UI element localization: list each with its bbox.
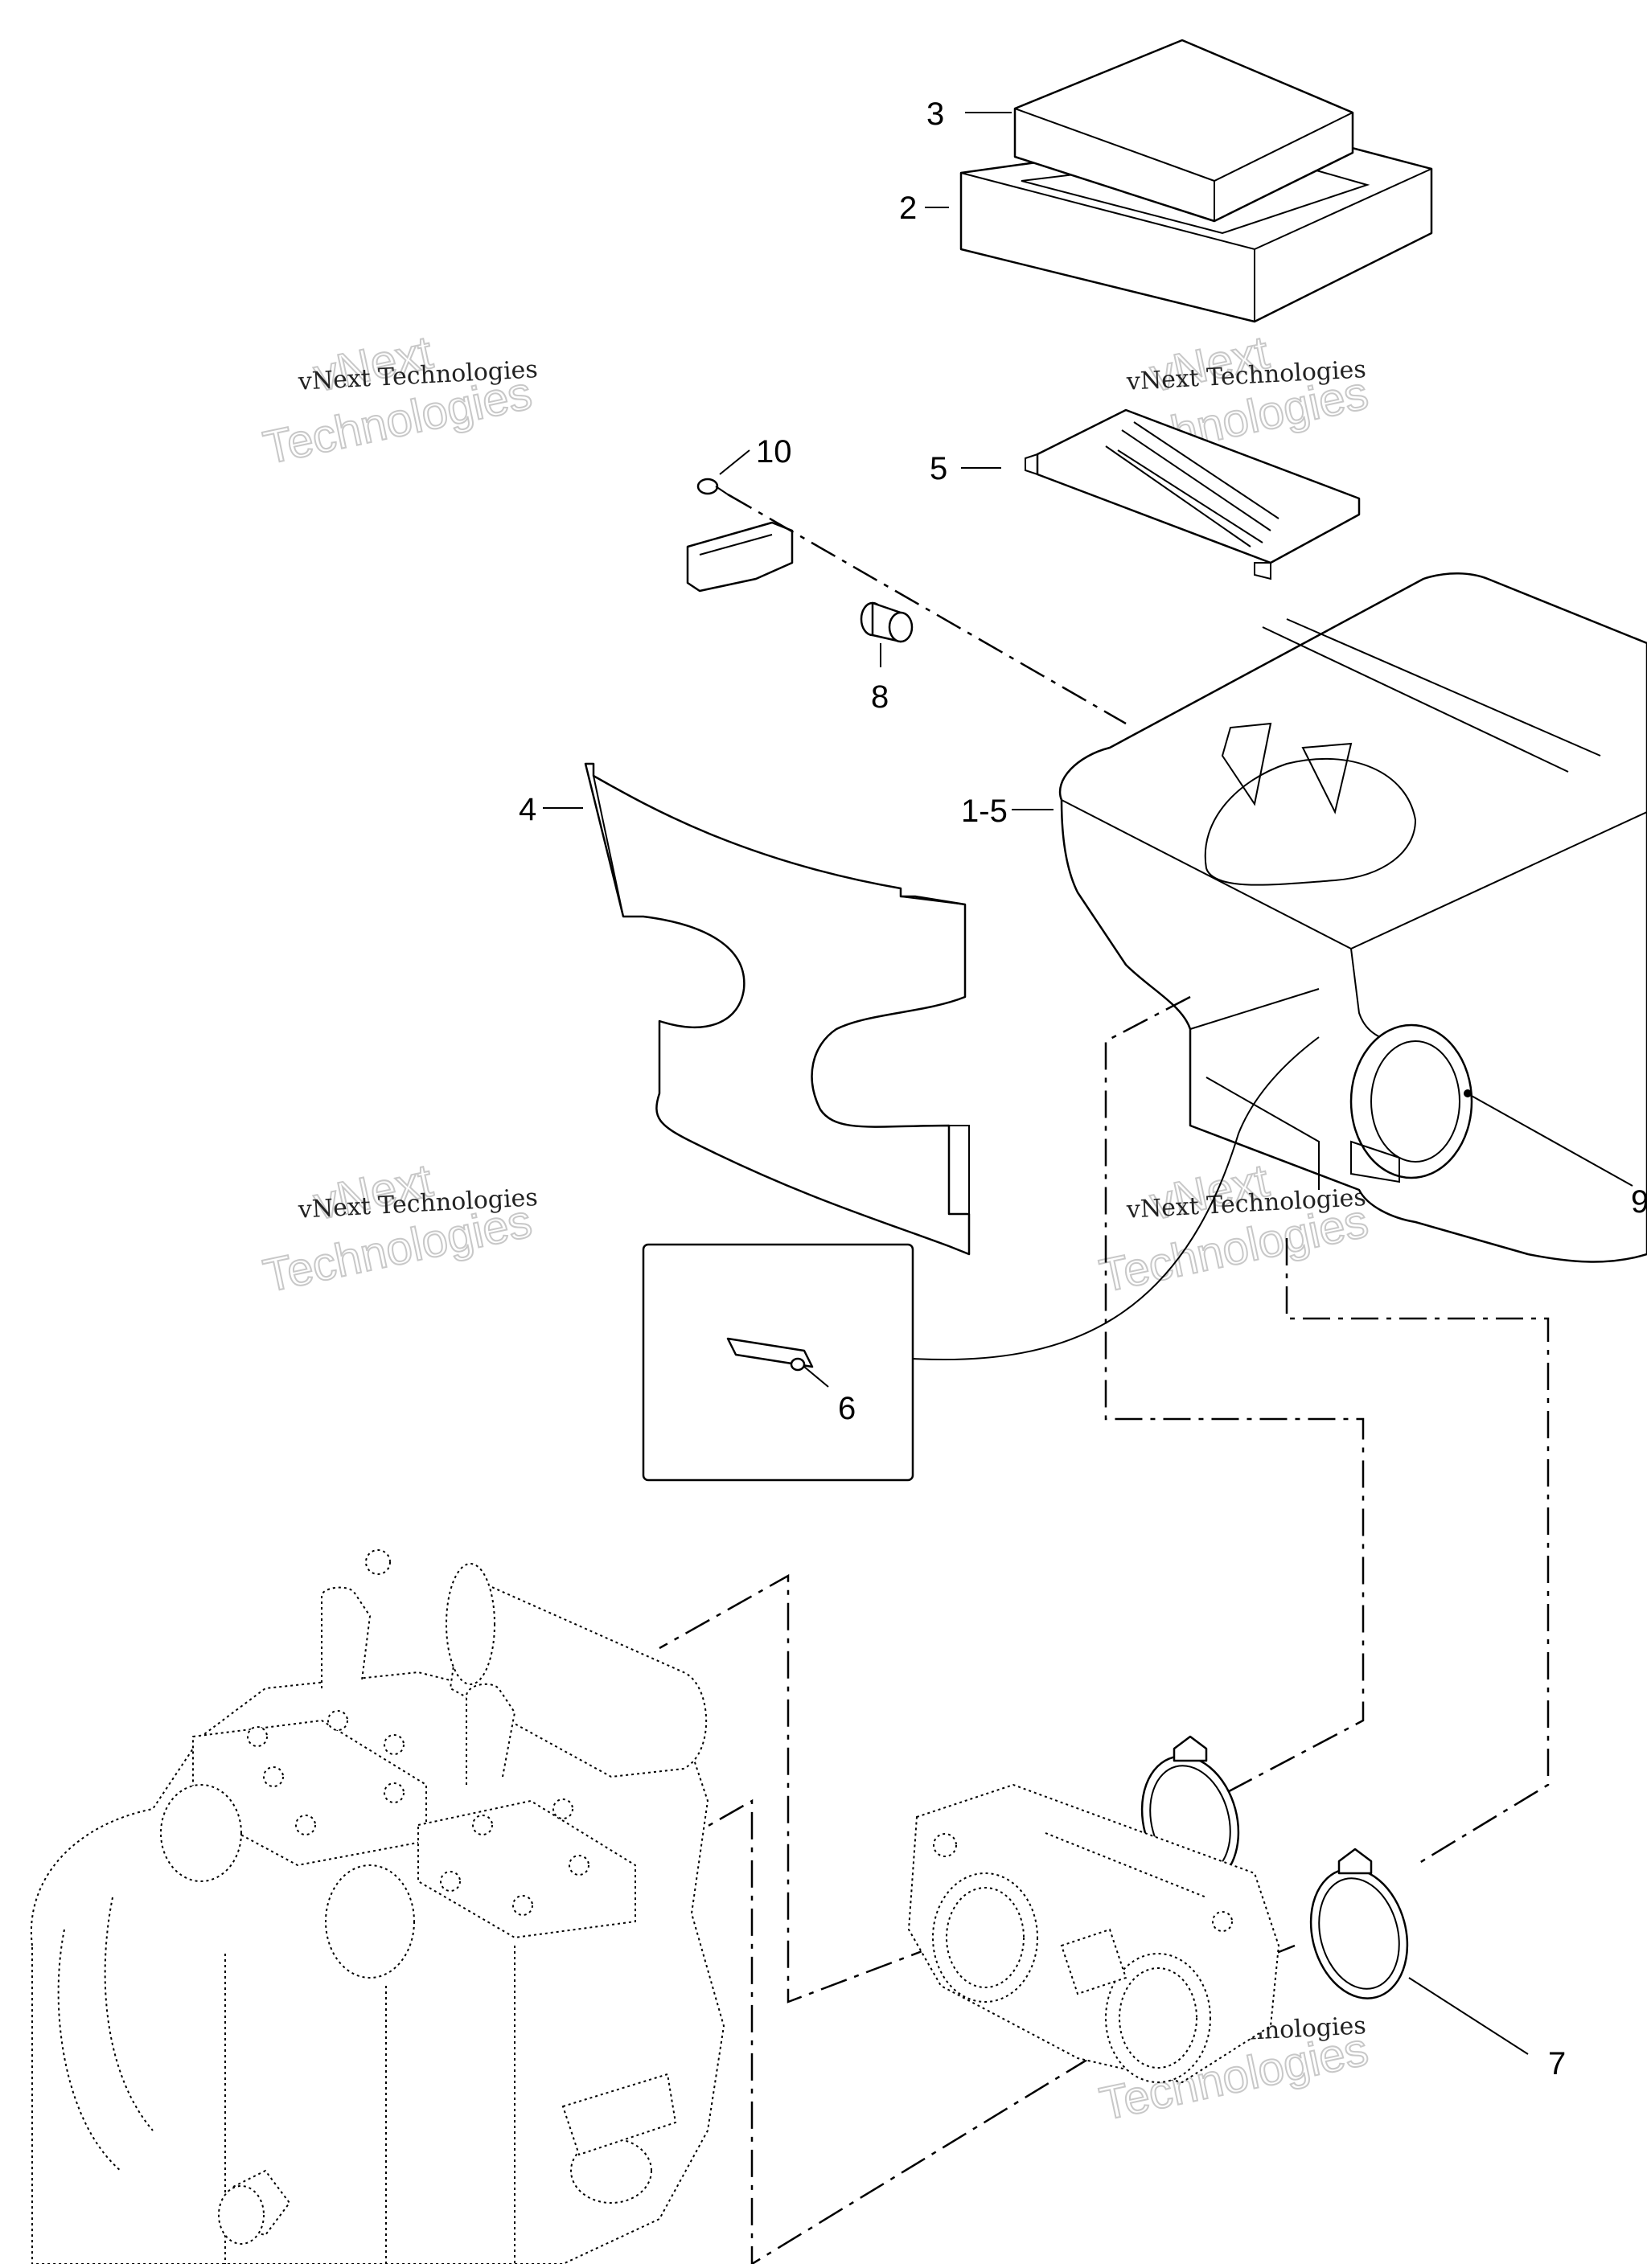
callout-9: 9 bbox=[1631, 1184, 1647, 1220]
part-6-detail-box bbox=[642, 1036, 1320, 1482]
callout-3: 3 bbox=[926, 96, 944, 132]
assembly-axis-screw bbox=[727, 493, 1127, 725]
part-7-clamp-lower bbox=[1309, 1848, 1409, 1999]
callout-1-5: 1-5 bbox=[961, 794, 1008, 829]
leader-6 bbox=[803, 1366, 829, 1388]
part-8-grommet bbox=[860, 601, 914, 643]
callout-7: 7 bbox=[1548, 2046, 1566, 2081]
callout-6: 6 bbox=[838, 1391, 856, 1426]
part-9-fastener-dot bbox=[1464, 1089, 1472, 1097]
callout-10: 10 bbox=[756, 434, 792, 470]
part-3-filter-pad bbox=[1013, 39, 1354, 223]
leader-10 bbox=[719, 449, 750, 475]
callout-8: 8 bbox=[871, 679, 889, 715]
connector-housing-to-clamp-right bbox=[1285, 1238, 1550, 1867]
throttle-body bbox=[907, 1783, 1280, 2084]
callout-5: 5 bbox=[930, 451, 947, 486]
connector-throttle-to-engine-lower bbox=[667, 1798, 1090, 2266]
connector-housing-to-clamp-left bbox=[1104, 995, 1365, 1798]
leader-9 bbox=[1469, 1094, 1633, 1187]
leader-7 bbox=[1408, 1977, 1529, 2055]
engine-block bbox=[30, 1549, 725, 2265]
callout-4: 4 bbox=[519, 792, 536, 827]
callout-2: 2 bbox=[899, 191, 917, 226]
part-1-airbox-housing bbox=[1058, 572, 1647, 1263]
part-5-plate bbox=[1025, 408, 1361, 580]
part-10-screw bbox=[686, 478, 794, 593]
part-4-foam-sheet bbox=[584, 762, 971, 1256]
